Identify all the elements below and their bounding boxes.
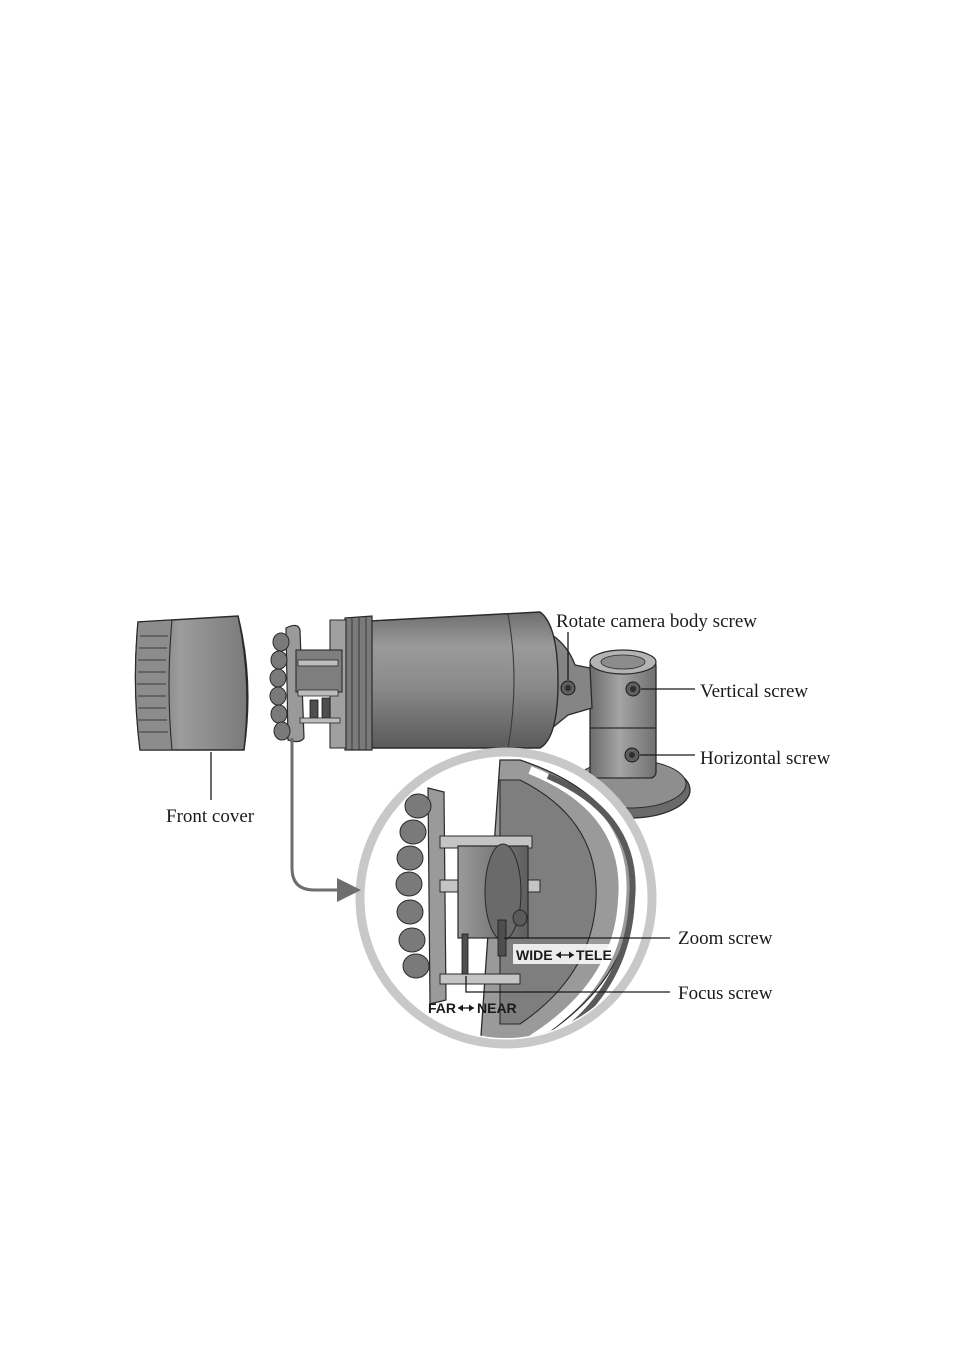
zoom-screw-label: Zoom screw	[678, 928, 773, 949]
wide-label: WIDE	[516, 947, 553, 963]
camera-body	[330, 612, 558, 750]
far-label: FAR	[428, 1000, 456, 1016]
front-cover-part	[135, 616, 247, 750]
tele-label: TELE	[576, 947, 612, 963]
front-cover-label: Front cover	[166, 806, 255, 827]
horizontal-screw-label: Horizontal screw	[700, 748, 831, 769]
vertical-screw-label: Vertical screw	[700, 681, 808, 702]
magnify-arrow	[292, 738, 352, 890]
rotate-camera-body-screw-label: Rotate camera body screw	[556, 611, 757, 632]
rotate-body-screw-head	[561, 681, 575, 695]
near-label: NEAR	[477, 1000, 517, 1016]
horizontal-screw-head	[625, 748, 639, 762]
focus-screw-label: Focus screw	[678, 983, 773, 1004]
vertical-screw-head	[626, 682, 640, 696]
zoom-scale: WIDE TELE	[513, 944, 612, 964]
